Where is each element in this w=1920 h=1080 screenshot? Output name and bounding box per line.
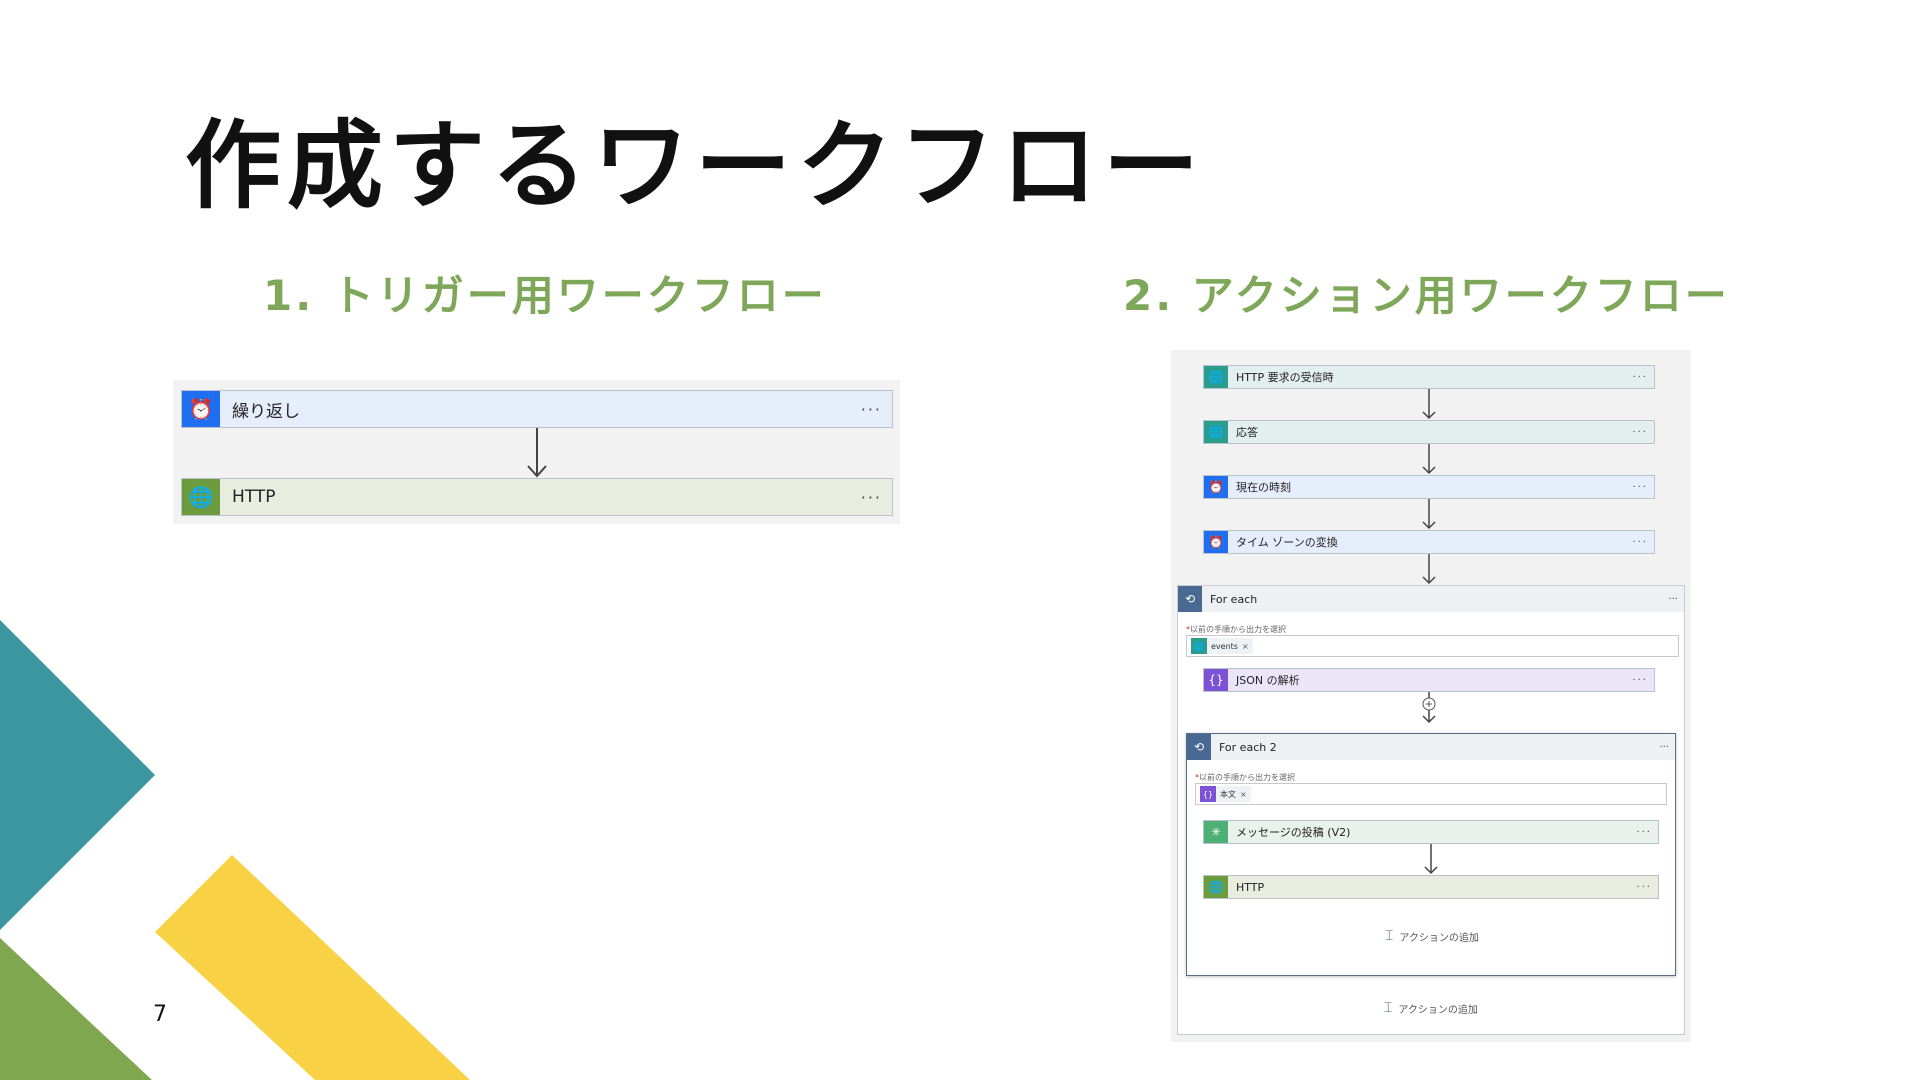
token-label: 本文 xyxy=(1220,789,1236,799)
step-label: HTTP xyxy=(232,487,276,507)
foreach2-field-label: *以前の手順から出力を選択 xyxy=(1195,773,1295,782)
step-label: 応答 xyxy=(1236,426,1258,439)
foreach-field-label: *以前の手順から出力を選択 xyxy=(1186,625,1286,634)
foreach2-header-bar[interactable]: ⟲ For each 2 ··· xyxy=(1187,734,1675,760)
step-label: JSON の解析 xyxy=(1236,674,1300,687)
globe-icon: 🌐 xyxy=(1204,421,1228,443)
body-token[interactable]: {} 本文 × xyxy=(1200,786,1251,802)
connector-arrow xyxy=(527,428,547,478)
trigger-workflow-heading: 1. トリガー用ワークフロー xyxy=(263,271,827,320)
trigger-workflow-canvas: ⏰ 繰り返し ··· 🌐 HTTP ··· xyxy=(173,380,900,524)
step-menu-icon[interactable]: ··· xyxy=(1636,881,1652,893)
step-http[interactable]: 🌐 HTTP ··· xyxy=(181,478,893,516)
step-convert-time-zone[interactable]: ⏰ タイム ゾーンの変換 ··· xyxy=(1203,530,1655,554)
globe-icon: 🌐 xyxy=(1191,638,1207,654)
foreach2-input-field[interactable]: {} 本文 × xyxy=(1195,783,1667,805)
alarm-clock-icon: ⏰ xyxy=(182,391,220,427)
add-action-icon: ⌶ xyxy=(1384,1000,1393,1016)
alarm-clock-icon: ⏰ xyxy=(1204,531,1228,553)
connector-arrow xyxy=(1422,554,1436,585)
add-action-label: アクションの追加 xyxy=(1398,1004,1478,1016)
step-label: メッセージの投稿 (V2) xyxy=(1236,826,1351,839)
events-token[interactable]: 🌐 events × xyxy=(1191,638,1253,654)
step-menu-icon[interactable]: ··· xyxy=(1636,826,1652,838)
foreach-header[interactable]: ⟲ For each ··· xyxy=(1178,586,1684,612)
green-triangle-shape xyxy=(0,938,152,1080)
step-parse-json[interactable]: {} JSON の解析 ··· xyxy=(1203,668,1655,692)
insert-step-connector[interactable] xyxy=(1421,692,1437,724)
step-menu-icon[interactable]: ··· xyxy=(1632,481,1648,493)
foreach2-container: ⟲ For each 2 ··· *以前の手順から出力を選択 {} 本文 × ✳… xyxy=(1186,733,1676,976)
braces-icon: {} xyxy=(1200,786,1216,802)
globe-icon: 🌐 xyxy=(1204,366,1228,388)
step-recurrence[interactable]: ⏰ 繰り返し ··· xyxy=(181,390,893,428)
teams-icon: ✳ xyxy=(1204,821,1228,843)
yellow-stripe-shape xyxy=(155,855,470,1080)
add-action-icon: ⌶ xyxy=(1385,928,1394,944)
globe-icon: 🌐 xyxy=(1204,876,1228,898)
step-menu-icon[interactable]: ··· xyxy=(1632,426,1648,438)
foreach-input-field[interactable]: 🌐 events × xyxy=(1186,635,1679,657)
step-label: 繰り返し xyxy=(232,401,300,422)
token-label: events xyxy=(1211,641,1238,651)
slide-title: 作成するワークフロー xyxy=(185,110,1205,222)
loop-icon: ⟲ xyxy=(1178,586,1202,612)
foreach2-title: For each 2 xyxy=(1219,740,1277,754)
step-menu-icon[interactable]: ··· xyxy=(860,487,882,507)
alarm-clock-icon: ⏰ xyxy=(1204,476,1228,498)
page-number: 7 xyxy=(153,1002,167,1027)
foreach2-menu-icon[interactable]: ··· xyxy=(1659,741,1669,753)
step-http-request-received[interactable]: 🌐 HTTP 要求の受信時 ··· xyxy=(1203,365,1655,389)
remove-token-icon[interactable]: × xyxy=(1241,641,1249,651)
teal-triangle-shape xyxy=(0,620,155,930)
step-response[interactable]: 🌐 応答 ··· xyxy=(1203,420,1655,444)
connector-arrow xyxy=(1422,389,1436,420)
step-label: 現在の時刻 xyxy=(1236,481,1291,494)
connector-arrow xyxy=(1424,844,1438,875)
add-action-label: アクションの追加 xyxy=(1399,932,1479,944)
step-menu-icon[interactable]: ··· xyxy=(860,399,882,419)
loop-icon: ⟲ xyxy=(1187,734,1211,760)
foreach-menu-icon[interactable]: ··· xyxy=(1668,593,1678,605)
connector-arrow xyxy=(1422,499,1436,530)
remove-token-icon[interactable]: × xyxy=(1240,789,1247,799)
step-current-time[interactable]: ⏰ 現在の時刻 ··· xyxy=(1203,475,1655,499)
step-menu-icon[interactable]: ··· xyxy=(1632,674,1648,686)
braces-icon: {} xyxy=(1204,669,1228,691)
step-http-inner[interactable]: 🌐 HTTP ··· xyxy=(1203,875,1659,899)
connector-arrow xyxy=(1422,444,1436,475)
step-label: タイム ゾーンの変換 xyxy=(1236,536,1338,549)
step-label: HTTP 要求の受信時 xyxy=(1236,371,1334,384)
action-workflow-heading: 2. アクション用ワークフロー xyxy=(1123,271,1730,320)
foreach2-add-action-button[interactable]: ⌶ アクションの追加 xyxy=(1385,928,1479,944)
globe-icon: 🌐 xyxy=(182,479,220,515)
step-post-message[interactable]: ✳ メッセージの投稿 (V2) ··· xyxy=(1203,820,1659,844)
foreach-add-action-button[interactable]: ⌶ アクションの追加 xyxy=(1384,1000,1478,1016)
step-menu-icon[interactable]: ··· xyxy=(1632,536,1648,548)
step-menu-icon[interactable]: ··· xyxy=(1632,371,1648,383)
step-label: HTTP xyxy=(1236,880,1265,894)
foreach-label: For each xyxy=(1210,592,1258,606)
